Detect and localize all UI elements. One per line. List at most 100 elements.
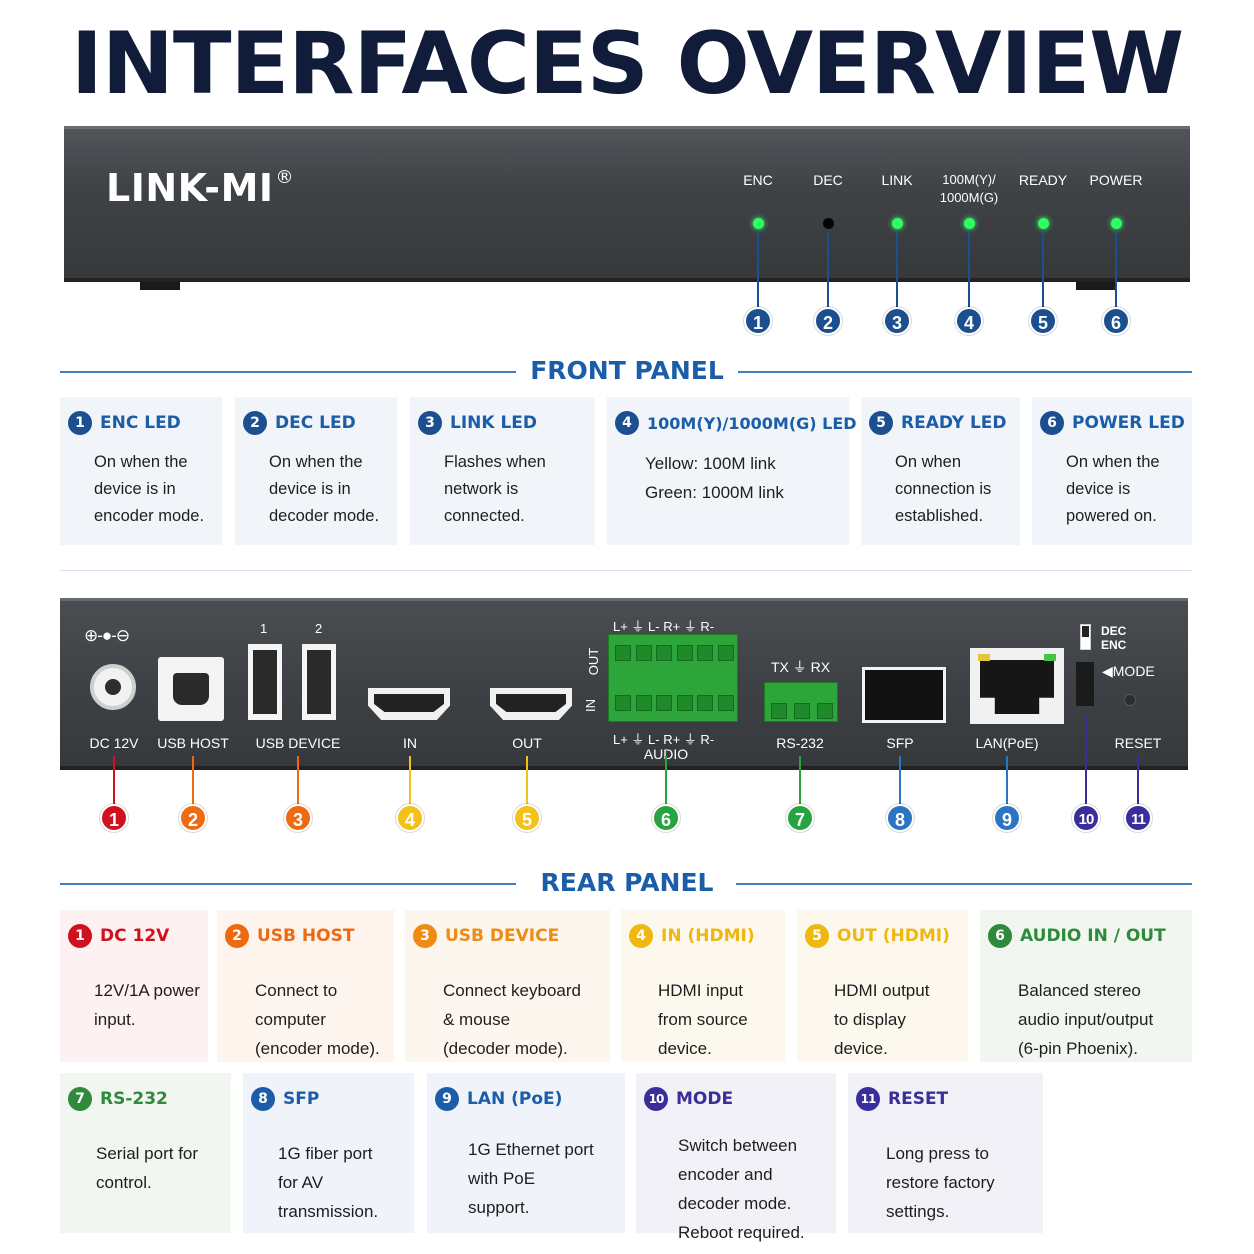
description-line: decoder mode. xyxy=(678,1194,792,1213)
description-line: audio input/output xyxy=(1018,1010,1154,1029)
callout-number-1: 1 xyxy=(744,307,772,335)
section-divider xyxy=(60,371,516,373)
description-line: transmission. xyxy=(278,1202,379,1221)
description-line: encoder and xyxy=(678,1165,773,1184)
port-label: SFP xyxy=(886,735,914,751)
description-line: established. xyxy=(895,507,984,525)
card-title: POWER LED xyxy=(1072,413,1185,433)
description-line: with PoE xyxy=(468,1169,536,1188)
card-number-badge: 5 xyxy=(805,924,829,948)
switch-legend-icon xyxy=(1080,624,1091,650)
card-number-badge: 11 xyxy=(856,1087,880,1111)
rear-panel-title: REAR PANEL xyxy=(540,868,714,897)
usb-device-2-number: 2 xyxy=(315,621,323,636)
card-title: DC 12V xyxy=(100,926,170,946)
description-line: Reboot required. xyxy=(678,1223,805,1242)
callout-line xyxy=(899,756,901,804)
led-label: DEC xyxy=(813,172,843,188)
card-number-badge: 4 xyxy=(629,924,653,948)
description-line: restore factory xyxy=(886,1173,995,1192)
led-indicator-3 xyxy=(892,218,903,229)
description-line: device is in xyxy=(94,480,176,498)
hdmi-out-port[interactable] xyxy=(490,688,572,720)
usb-device-port-1[interactable] xyxy=(248,644,282,720)
device-foot xyxy=(1076,282,1116,290)
dc-power-jack[interactable] xyxy=(90,664,136,710)
card-title: USB HOST xyxy=(257,926,355,946)
description-line: (decoder mode). xyxy=(443,1039,568,1058)
usb-device-port-2[interactable] xyxy=(302,644,336,720)
description-line: 1G fiber port xyxy=(278,1144,373,1163)
description-line: Flashes when xyxy=(444,453,546,471)
port-label: LAN(PoE) xyxy=(975,735,1039,751)
dc-polarity-symbol: ⊕-●-⊖ xyxy=(84,626,130,645)
callout-number-6: 6 xyxy=(1102,307,1130,335)
brand-logo: LINK-MI® xyxy=(106,166,295,210)
rs232-phoenix-connector[interactable] xyxy=(764,682,838,722)
callout-number-3: 3 xyxy=(883,307,911,335)
audio-phoenix-connector[interactable] xyxy=(608,634,738,722)
phoenix-pin xyxy=(697,645,713,661)
usb-device-1-number: 1 xyxy=(260,621,268,636)
usb-host-port[interactable] xyxy=(158,657,224,721)
card-title: 100M(Y)/1000M(G) LED xyxy=(647,413,857,433)
callout-line xyxy=(827,232,829,308)
callout-number-7: 7 xyxy=(786,804,814,832)
port-label: USB DEVICE xyxy=(255,735,341,751)
section-divider xyxy=(736,883,1192,885)
led-indicator-6 xyxy=(1111,218,1122,229)
card-title: USB DEVICE xyxy=(445,926,560,946)
led-label: LINK xyxy=(881,172,913,188)
description-line: device. xyxy=(834,1039,888,1058)
card-title: READY LED xyxy=(901,413,1007,433)
phoenix-pin xyxy=(676,645,693,661)
card-number-badge: 8 xyxy=(251,1087,275,1111)
callout-number-5: 5 xyxy=(513,804,541,832)
hdmi-in-port[interactable] xyxy=(368,688,450,720)
callout-number-2: 2 xyxy=(814,307,842,335)
phoenix-pin xyxy=(656,645,672,661)
description-line: On when the xyxy=(269,453,363,471)
mode-switch[interactable] xyxy=(1076,662,1094,706)
front-panel-title: FRONT PANEL xyxy=(530,356,724,385)
card-title: RESET xyxy=(888,1089,949,1109)
callout-line xyxy=(665,756,667,804)
callout-line xyxy=(1006,756,1008,804)
description-line: device. xyxy=(658,1039,712,1058)
port-label: RS-232 xyxy=(776,735,824,751)
card-title: SFP xyxy=(283,1089,320,1109)
card-title: DEC LED xyxy=(275,413,356,433)
led-indicator-2 xyxy=(823,218,834,229)
audio-in-label: IN xyxy=(583,699,598,712)
card-number-badge: 3 xyxy=(418,411,442,435)
reset-button[interactable] xyxy=(1124,694,1136,706)
lan-poe-port[interactable] xyxy=(970,648,1064,724)
port-label: IN xyxy=(403,735,417,751)
callout-number-8: 8 xyxy=(886,804,914,832)
description-line: decoder mode. xyxy=(269,507,380,525)
description-line: Green: 1000M link xyxy=(645,483,784,502)
description-line: from source xyxy=(658,1010,748,1029)
description-line: network is xyxy=(444,480,519,498)
sfp-port[interactable] xyxy=(862,667,946,723)
phoenix-pin xyxy=(615,695,631,711)
callout-number-1: 1 xyxy=(100,804,128,832)
callout-line xyxy=(113,756,115,804)
port-label: AUDIO xyxy=(643,746,689,762)
callout-line xyxy=(192,756,194,804)
device-foot xyxy=(140,282,180,290)
description-line: HDMI input xyxy=(658,981,744,1000)
description-line: encoder mode. xyxy=(94,507,205,525)
audio-out-pin-labels: L+ ⏚ L- R+ ⏚ R- xyxy=(613,619,715,634)
